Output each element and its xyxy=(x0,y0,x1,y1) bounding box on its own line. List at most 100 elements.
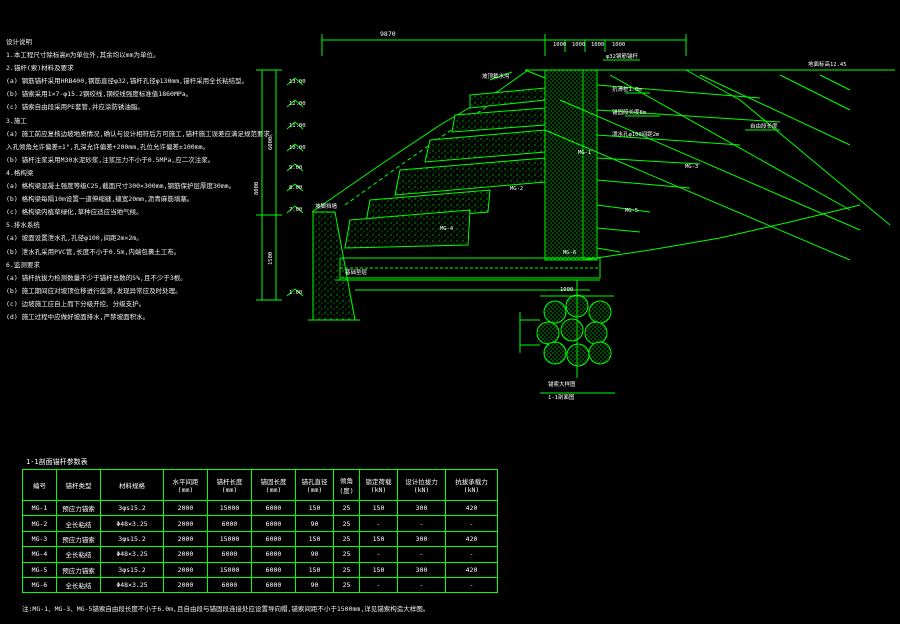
table-cell: MG-5 xyxy=(22,561,57,578)
table-cell: 2000 xyxy=(163,576,208,594)
table-cell: MG-4 xyxy=(22,546,57,563)
elevation-label: 7.00 xyxy=(289,207,302,213)
label-mg: MG-1 xyxy=(578,150,591,156)
dim-top-2: 1000 xyxy=(572,42,585,48)
table-row: MG-4 全长粘结 Φ48×3.25 2000 6000 6000 90 25 … xyxy=(22,546,498,563)
note-line: 2.锚杆(索)材料及要求 xyxy=(6,64,74,73)
table-header: 设计拉拔力 (kN) xyxy=(397,469,446,501)
table-header: 锚孔直径 (mm) xyxy=(295,469,334,501)
label-pile: 抗滑桩1.0m xyxy=(612,85,642,93)
table-header: 材料规格 xyxy=(100,469,164,501)
elevation-label: 11.00 xyxy=(289,123,306,129)
table-cell: 90 xyxy=(295,515,334,532)
label-mg: MG-5 xyxy=(625,208,638,214)
label-toe-wall: 坡脚挡墙 xyxy=(315,202,338,210)
label-mg: MG-2 xyxy=(510,186,523,192)
note-line: (b) 锚索采用1×7-φ15.2钢绞线,钢绞线强度标准值1860MPa。 xyxy=(6,90,193,99)
label-free-segment: 自由段长度 xyxy=(750,122,778,130)
note-line: (a) 施工前应复核边坡地质情况,确认与设计相符后方可施工,锚杆施工误差应满足规… xyxy=(6,129,277,138)
table-cell: 预应力锚索 xyxy=(56,561,101,578)
table-cell: 6000 xyxy=(251,515,296,532)
note-line: (c) 锚索自由段采用PE套管,并应涂防锈油脂。 xyxy=(6,103,144,112)
note-line: 6.监测要求 xyxy=(6,260,40,269)
label-base: 基础垫层 xyxy=(345,268,368,276)
table-header: 倾角 (度) xyxy=(333,469,360,501)
table-footnote: 注:MG-1、MG-3、MG-5锚索自由段长度不小于6.0m,且自由段与锚固段连… xyxy=(22,605,430,613)
table-header: 锚杆长度 (mm) xyxy=(207,469,252,501)
label-mg: MG-6 xyxy=(563,250,576,256)
anchor-rods xyxy=(544,74,861,261)
elevation-label: 1.00 xyxy=(289,290,302,296)
table-cell: 420 xyxy=(445,499,498,517)
table-cell: 6000 xyxy=(251,499,296,517)
table-cell: 2000 xyxy=(163,546,208,563)
table-header: 水平间距 (mm) xyxy=(163,469,208,501)
dim-top-overall: 9870 xyxy=(380,30,396,38)
table-cell: 90 xyxy=(295,576,334,594)
table-cell: 6000 xyxy=(207,546,252,563)
table-cell: 150 xyxy=(295,561,334,578)
table-cell: - xyxy=(397,515,446,532)
table-row: MG-5 预应力锚索 3φs15.2 2000 15000 6000 150 2… xyxy=(22,561,498,578)
dim-detail: 1000 xyxy=(560,287,573,293)
table-cell: 90 xyxy=(295,546,334,563)
table-cell: 6000 xyxy=(251,530,296,548)
table-cell: 3φs15.2 xyxy=(100,561,164,578)
dim-left: 1500 xyxy=(268,252,274,265)
note-line: 5.排水系统 xyxy=(6,221,40,230)
table-cell: 15000 xyxy=(207,499,252,517)
table-row: MG-3 预应力锚索 3φs15.2 2000 15000 6000 150 2… xyxy=(22,530,498,548)
table-cell: 预应力锚索 xyxy=(56,530,101,548)
table-cell: 150 xyxy=(359,561,398,578)
table-row: MG-6 全长粘结 Φ48×3.25 2000 6000 6000 90 25 … xyxy=(22,576,498,594)
anchor-parameter-table-block: 1-1剖面锚杆参数表 编号 锚杆类型 材料规格 水平间距 (mm) 锚杆长度 (… xyxy=(22,456,498,594)
table-cell: 全长粘结 xyxy=(56,515,101,532)
table-cell: 300 xyxy=(397,561,446,578)
anchor-parameter-table: 编号 锚杆类型 材料规格 水平间距 (mm) 锚杆长度 (mm) 锚固长度 (m… xyxy=(22,469,498,594)
table-cell: 6000 xyxy=(251,546,296,563)
table-cell: 420 xyxy=(445,530,498,548)
table-header: 锚杆类型 xyxy=(56,469,101,501)
table-cell: 150 xyxy=(359,530,398,548)
table-cell: 25 xyxy=(333,561,360,578)
table-cell: - xyxy=(359,546,398,563)
label-mg: MG-3 xyxy=(685,164,698,170)
note-line: (a) 锚杆抗拔力检测数量不少于锚杆总数的5%,且不少于3根。 xyxy=(6,273,187,282)
table-header-row: 编号 锚杆类型 材料规格 水平间距 (mm) 锚杆长度 (mm) 锚固长度 (m… xyxy=(22,469,498,501)
table-cell: 全长粘结 xyxy=(56,576,101,594)
note-line: (b) 格构梁每隔10m设置一道伸缩缝,缝宽20mm,沥青麻筋填塞。 xyxy=(6,195,194,204)
table-row: MG-2 全长粘结 Φ48×3.25 2000 6000 6000 90 25 … xyxy=(22,515,498,532)
table-cell: 150 xyxy=(359,499,398,517)
table-cell: 全长粘结 xyxy=(56,546,101,563)
table-cell: - xyxy=(445,515,498,532)
table-row: MG-1 预应力锚索 3φs15.2 2000 15000 6000 150 2… xyxy=(22,499,498,517)
table-cell: 25 xyxy=(333,530,360,548)
dim-top-3: 1000 xyxy=(591,42,604,48)
table-cell: 6000 xyxy=(251,576,296,594)
table-cell: - xyxy=(397,576,446,594)
table-cell: 25 xyxy=(333,546,360,563)
table-cell: MG-3 xyxy=(22,530,57,548)
note-line: (b) 施工期间应对坡顶位移进行监测,发现异常应及时处理。 xyxy=(6,286,182,295)
slip-surface xyxy=(685,69,891,226)
table-title: 1-1剖面锚杆参数表 xyxy=(26,458,88,466)
elevation-label: 8.00 xyxy=(289,185,302,191)
label-crest: 坡顶截水沟 xyxy=(482,72,510,80)
table-cell: 3φs15.2 xyxy=(100,499,164,517)
dim-left: 6000 xyxy=(268,137,274,150)
table-header: 锁定荷载 (kN) xyxy=(359,469,398,501)
table-cell: - xyxy=(359,515,398,532)
label-mg: MG-4 xyxy=(440,226,454,232)
table-cell: Φ48×3.25 xyxy=(100,515,164,532)
table-cell: 150 xyxy=(295,499,334,517)
note-line: (a) 钢筋锚杆采用HRB400,钢筋直径φ32,锚杆孔径φ130mm,锚杆采用… xyxy=(6,77,249,86)
design-notes: 设计说明 1.本工程尺寸除标高m为单位外,其余均以mm为单位。 2.锚杆(索)材… xyxy=(6,36,277,324)
table-cell: 420 xyxy=(445,561,498,578)
table-cell: 6000 xyxy=(207,515,252,532)
anti-slide-pile xyxy=(544,69,584,261)
table-cell: Φ48×3.25 xyxy=(100,576,164,594)
label-rod: φ32钢筋锚杆 xyxy=(606,52,638,60)
table-cell: Φ48×3.25 xyxy=(100,546,164,563)
cross-section-title: 1-1剖面图 xyxy=(548,393,575,401)
elevation-label: 10.00 xyxy=(289,145,306,151)
